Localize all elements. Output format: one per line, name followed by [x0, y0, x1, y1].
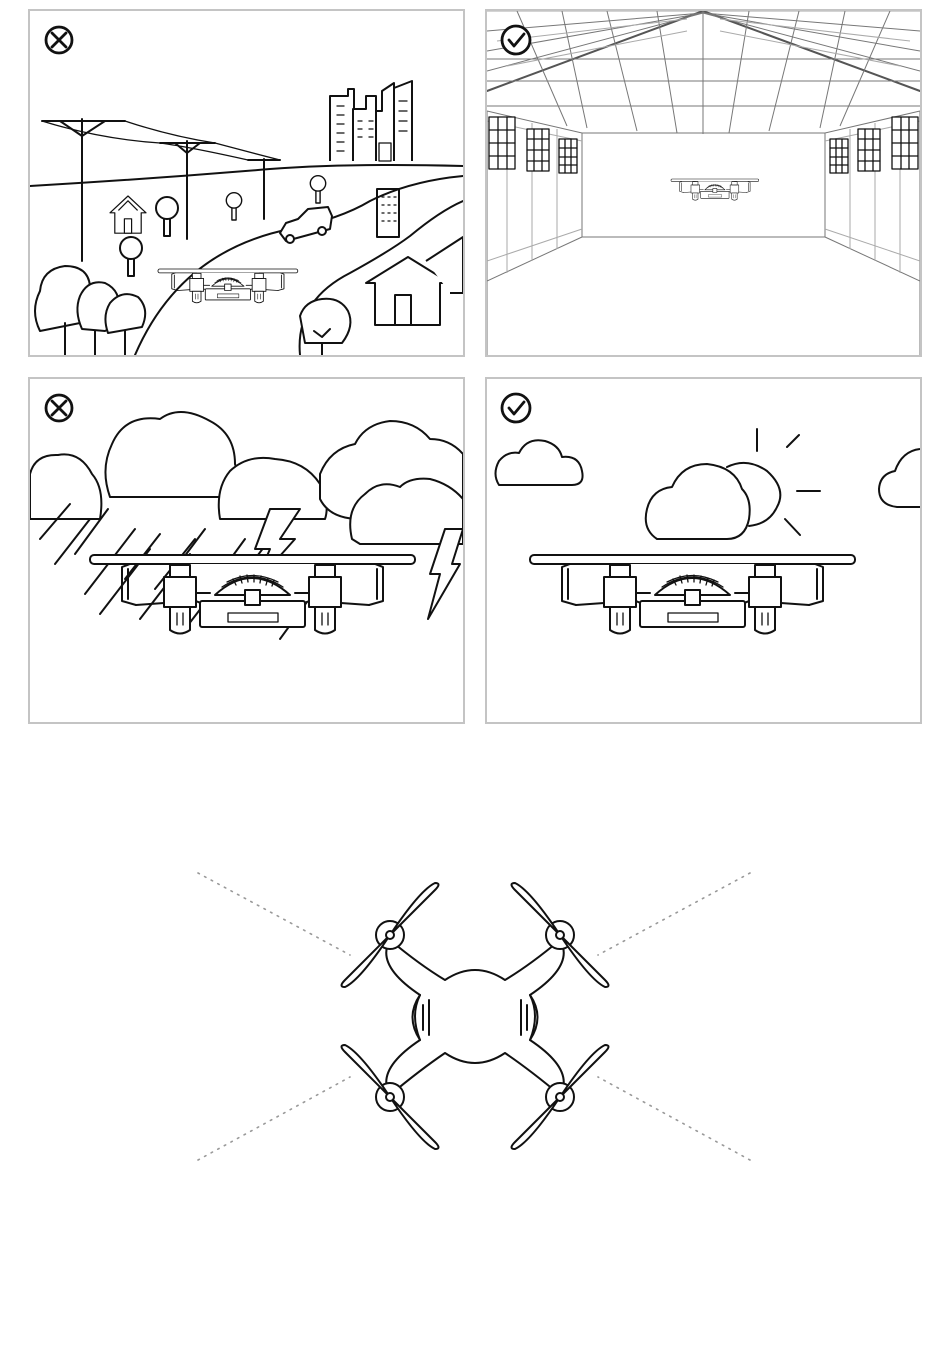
drone-body: [386, 940, 564, 1095]
cross-circle-icon: [46, 395, 72, 421]
guide-line-top-right: [598, 873, 750, 955]
hangar-roof-trusses: [487, 11, 920, 134]
horizon-line: [30, 165, 463, 186]
guide-line-bottom-right: [598, 1077, 750, 1160]
check-circle-icon: [502, 26, 530, 54]
houses-right: [366, 237, 463, 325]
panel-urban-outdoor: [28, 9, 465, 357]
hangar-walls: [487, 111, 920, 355]
hangar-windows-right: [830, 117, 918, 173]
house-small-icon: [110, 196, 146, 233]
cloud-center-icon: [646, 464, 750, 539]
drone-front-view: [158, 269, 298, 303]
drone-top-view: [180, 855, 770, 1175]
hangar-windows-left: [489, 117, 577, 173]
city-skyline: [330, 81, 412, 161]
check-circle-icon: [502, 394, 530, 422]
drone-front-view: [530, 555, 855, 634]
cloud-right-icon: [879, 449, 920, 507]
tree-icon-3: [310, 176, 325, 203]
tree-icon-2: [226, 193, 241, 220]
guide-line-bottom-left: [198, 1077, 350, 1160]
storm-clouds: [30, 412, 463, 544]
panel-storm-weather: [28, 377, 465, 724]
car: [280, 207, 332, 243]
guide-line-top-left: [198, 873, 350, 955]
tree-icon: [156, 197, 178, 236]
panel-clear-weather: [485, 377, 922, 724]
power-lines: [42, 119, 280, 261]
drone-front-view: [90, 555, 415, 634]
cross-circle-icon: [46, 27, 72, 53]
tree-icon-4: [120, 237, 142, 276]
panel-indoor-hangar: [485, 9, 922, 357]
cloud-small-icon: [496, 440, 583, 485]
drone-front-view: [671, 179, 759, 200]
